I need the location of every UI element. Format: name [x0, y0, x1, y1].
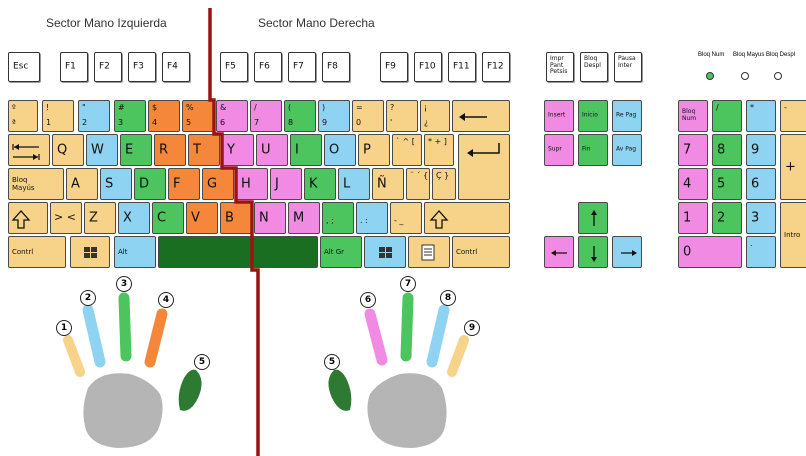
right-middle-finger	[406, 298, 408, 356]
finger-number-1: 1	[56, 320, 72, 336]
finger-number-4: 4	[158, 292, 174, 308]
finger-number-3: 3	[116, 276, 132, 292]
left-thumb	[179, 370, 202, 411]
hands-illustration	[0, 270, 806, 456]
right-ring-finger	[432, 310, 444, 362]
finger-number-9: 9	[464, 320, 480, 336]
right-pinky-finger	[452, 340, 464, 372]
finger-number-5-left: 5	[194, 354, 210, 370]
right-index-finger	[370, 314, 382, 360]
right-thumb	[328, 370, 351, 411]
finger-number-2: 2	[80, 290, 96, 306]
left-index-finger	[150, 314, 162, 362]
left-palm	[83, 373, 162, 448]
finger-number-5-right: 5	[324, 354, 340, 370]
finger-number-7: 7	[400, 276, 416, 292]
left-pinky-finger	[68, 340, 80, 372]
finger-number-8: 8	[440, 290, 456, 306]
right-palm	[367, 373, 446, 448]
left-ring-finger	[88, 310, 100, 362]
finger-number-6: 6	[360, 292, 376, 308]
left-middle-finger	[124, 298, 126, 356]
